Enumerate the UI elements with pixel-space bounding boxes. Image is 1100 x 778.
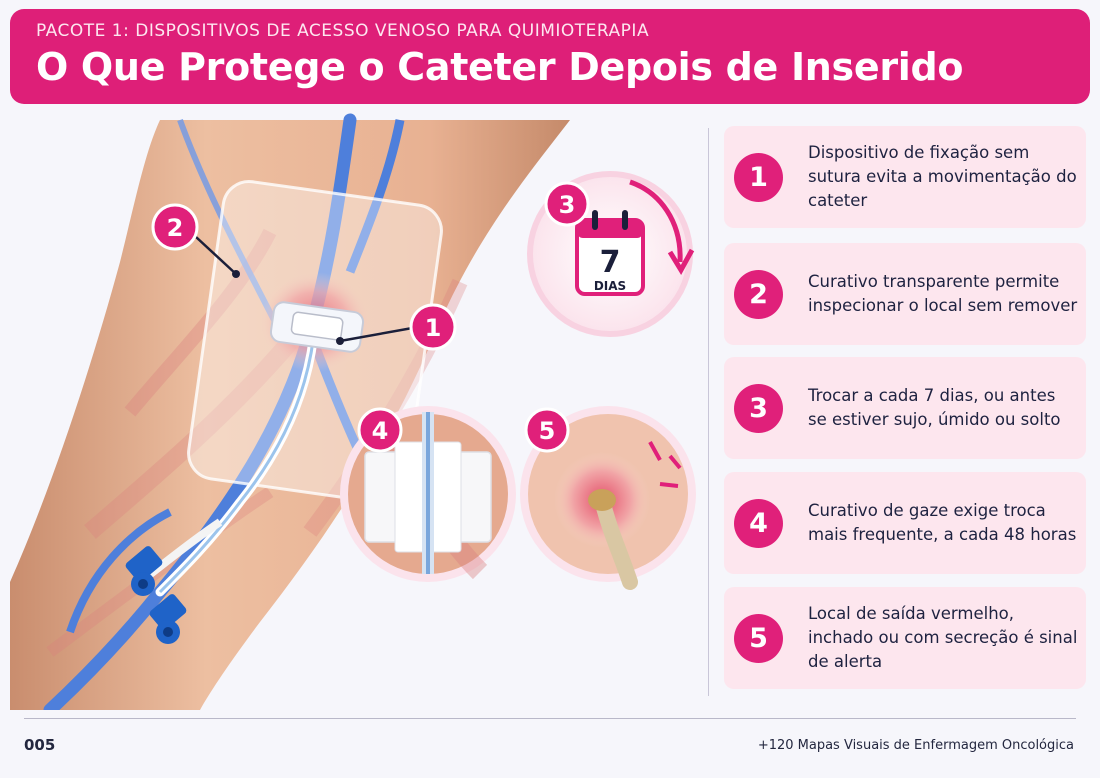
info-card-4: 4 Curativo de gaze exige troca mais freq… [724, 472, 1086, 574]
svg-text:1: 1 [425, 314, 442, 342]
card-number-badge: 1 [734, 153, 783, 202]
info-card-5: 5 Local de saída vermelho, inchado ou co… [724, 587, 1086, 689]
svg-text:7: 7 [600, 245, 621, 280]
callout-1: 1 [409, 303, 457, 351]
column-divider [708, 128, 709, 696]
page-title: O Que Protege o Cateter Depois de Inseri… [36, 45, 964, 89]
card-text: Local de saída vermelho, inchado ou com … [808, 604, 1078, 671]
card-text: Curativo transparente permite inspeciona… [808, 272, 1078, 315]
info-card-1: 1 Dispositivo de fixação sem sutura evit… [724, 126, 1086, 228]
exit-site-inset: 5 [520, 406, 696, 590]
info-card-3: 3 Trocar a cada 7 dias, ou antes se esti… [724, 357, 1086, 459]
svg-text:5: 5 [539, 417, 556, 445]
card-number-badge: 4 [734, 499, 783, 548]
catheter-illustration: 2 1 7 DIAS 3 4 [10, 113, 696, 710]
calendar-badge: 7 DIAS 3 [527, 171, 695, 337]
svg-text:4: 4 [372, 417, 389, 445]
card-number-badge: 5 [734, 614, 783, 663]
footer-credit: +120 Mapas Visuais de Enfermagem Oncológ… [757, 738, 1074, 753]
card-number-badge: 2 [734, 270, 783, 319]
luer-connector-top [125, 546, 163, 596]
gauze-dressing-inset: 4 [340, 406, 516, 582]
card-number-badge: 3 [734, 384, 783, 433]
header-kicker: PACOTE 1: DISPOSITIVOS DE ACESSO VENOSO … [36, 21, 650, 41]
luer-connector-bottom [149, 594, 187, 644]
callout-2: 2 [151, 203, 199, 251]
header-banner: PACOTE 1: DISPOSITIVOS DE ACESSO VENOSO … [10, 9, 1090, 104]
svg-text:2: 2 [167, 214, 184, 242]
svg-text:3: 3 [559, 191, 576, 219]
page-number: 005 [24, 736, 56, 754]
info-card-2: 2 Curativo transparente permite inspecio… [724, 243, 1086, 345]
card-text: Curativo de gaze exige troca mais freque… [808, 501, 1077, 544]
card-text: Dispositivo de fixação sem sutura evita … [808, 143, 1077, 210]
vein-branch [345, 119, 405, 274]
card-text: Trocar a cada 7 dias, ou antes se estive… [808, 386, 1061, 429]
vein-main [43, 113, 357, 710]
footer-divider [24, 718, 1076, 719]
svg-text:DIAS: DIAS [594, 279, 626, 293]
